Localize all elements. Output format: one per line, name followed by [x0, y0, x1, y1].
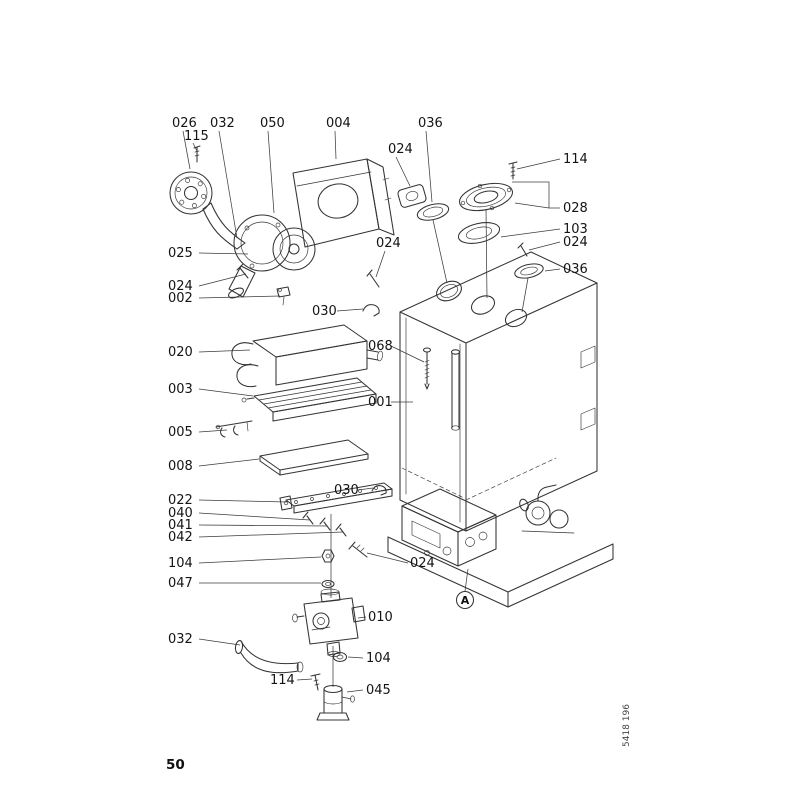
clip-030-lower: [371, 485, 387, 496]
callout-047: 047: [168, 576, 193, 591]
fan-assembly-050-025: [228, 214, 316, 299]
screw-024-airbox: [366, 269, 380, 288]
nut-104-upper: [321, 549, 335, 563]
screw-024-left: [236, 263, 249, 279]
screw-114-top: [508, 161, 518, 180]
callout-068: 068: [368, 339, 393, 354]
callout-010: 010: [368, 610, 393, 625]
bracket-005: [215, 420, 253, 438]
heat-exchanger-020: [231, 324, 383, 388]
clip-030-upper: [362, 304, 380, 317]
callout-042: 042: [168, 530, 193, 545]
callout-036-right: 036: [563, 262, 588, 277]
washer-047: [321, 579, 335, 589]
gasket-plate-024: [397, 184, 427, 208]
clamp-ring-103: [457, 222, 501, 244]
callout-040: 040: [168, 506, 193, 521]
callout-103: 103: [563, 222, 588, 237]
pipe-assembly-045: [316, 684, 355, 721]
ring-gasket-036-right: [514, 263, 544, 279]
callout-030-upper: 030: [312, 304, 337, 319]
doc-code: 5418 196: [622, 704, 632, 747]
callout-114-right: 114: [563, 152, 588, 167]
interior-pipe: [450, 349, 461, 431]
page-number: 50: [166, 757, 185, 773]
callout-002: 002: [168, 291, 193, 306]
screw-115: [193, 145, 201, 163]
callout-004: 004: [326, 116, 351, 131]
callout-024-top: 024: [388, 142, 413, 157]
ring-104-lower: [332, 651, 348, 663]
callout-104-lower: 104: [366, 651, 391, 666]
callout-032-bottom: 032: [168, 632, 193, 647]
screw-114-lower: [310, 673, 321, 691]
fan-flange-026: [169, 171, 213, 215]
callout-114-bottom: 114: [270, 673, 295, 688]
callout-022: 022: [168, 493, 193, 508]
ring-gasket-036-top: [416, 203, 450, 221]
gas-pipe-032-lower: [234, 640, 304, 674]
callout-032-top: 032: [210, 116, 235, 131]
flue-flange-028: [459, 182, 513, 212]
callout-028: 028: [563, 201, 588, 216]
leader-lines: [182, 130, 561, 693]
callout-050: 050: [260, 116, 285, 131]
callout-024-right: 024: [563, 235, 588, 250]
bracket-002: [276, 286, 291, 306]
callout-036-top: 036: [418, 116, 443, 131]
screw-024-right: [517, 242, 528, 257]
callout-041: 041: [168, 518, 193, 533]
callout-030-lower: 030: [334, 483, 359, 498]
callout-020: 020: [168, 345, 193, 360]
callout-024-lower: 024: [410, 556, 435, 571]
air-tube-032: [202, 202, 246, 250]
screw-024-lower: [348, 541, 368, 558]
pump-assembly: [519, 484, 575, 534]
callout-008: 008: [168, 459, 193, 474]
callout-115: 115: [184, 129, 209, 144]
mesh-008: [259, 439, 369, 476]
callout-024-left: 024: [168, 279, 193, 294]
detail-marker-a-label: A: [461, 594, 470, 607]
callout-001: 001: [368, 395, 393, 410]
detail-marker-a: A: [455, 590, 475, 610]
burner-003: [241, 377, 377, 422]
air-box-004: [292, 158, 395, 248]
callout-024-mid: 024: [376, 236, 401, 251]
callout-labels: 026 115 032 050 004 036 024 114 028 103 …: [168, 116, 588, 698]
callout-045: 045: [366, 683, 391, 698]
boiler-cabinet: [387, 251, 614, 608]
control-panel: [401, 488, 497, 567]
callout-026: 026: [172, 116, 197, 131]
callout-003: 003: [168, 382, 193, 397]
screw-068: [422, 347, 432, 390]
callout-025: 025: [168, 246, 193, 261]
gas-valve-010: [292, 588, 366, 657]
callout-005: 005: [168, 425, 193, 440]
callout-104-upper: 104: [168, 556, 193, 571]
